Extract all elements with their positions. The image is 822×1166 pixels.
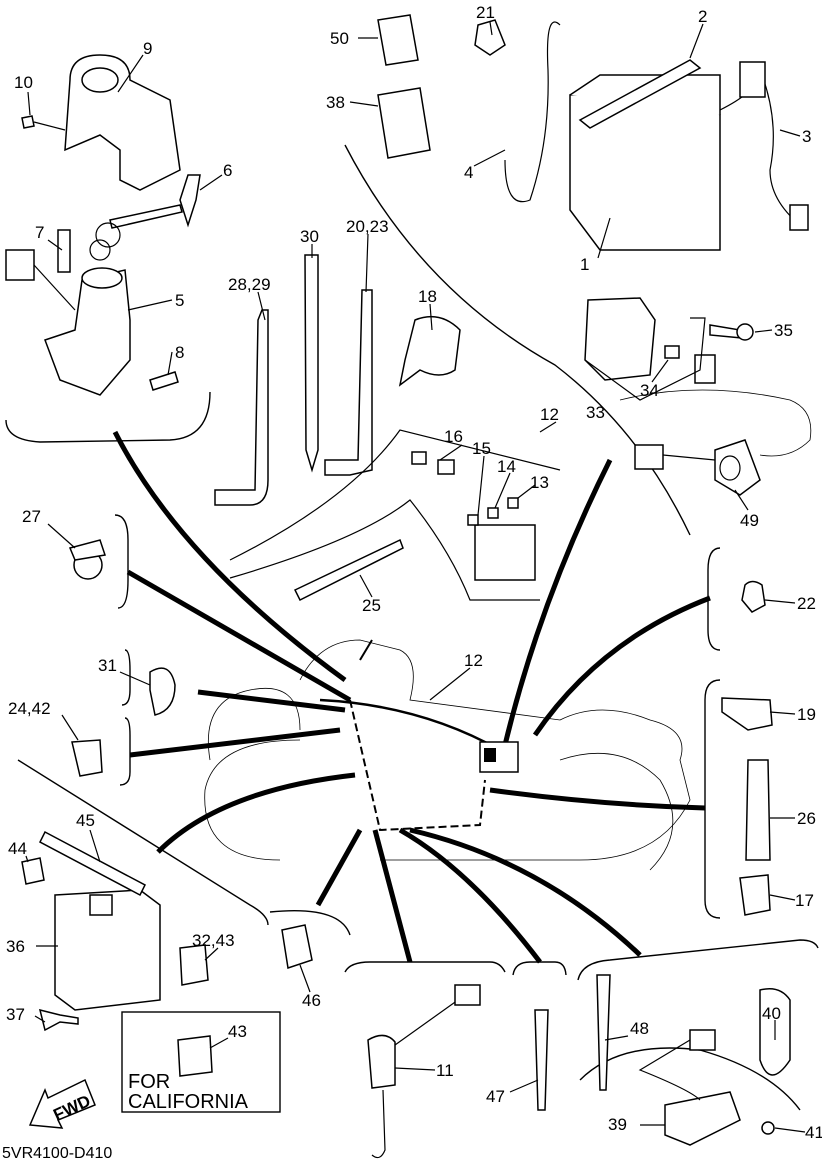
callout-leaders <box>25 21 806 1133</box>
callout-3: 3 <box>802 127 811 146</box>
callout-8: 8 <box>175 343 184 362</box>
callout-47: 47 <box>486 1087 505 1106</box>
callout-11: 11 <box>436 1061 454 1080</box>
callout-33: 33 <box>586 403 605 422</box>
callout-labels: 50 21 2 38 3 4 1 10 9 6 7 5 8 30 20,23 2… <box>6 3 822 1142</box>
callout-18: 18 <box>418 287 437 306</box>
callout-46: 46 <box>302 991 321 1010</box>
callout-48: 48 <box>630 1019 649 1038</box>
callout-12-lower: 12 <box>464 651 483 670</box>
motorcycle-outline <box>204 639 691 871</box>
callout-24-42: 24,42 <box>8 699 51 718</box>
callout-32-43: 32,43 <box>192 931 235 950</box>
callout-14: 14 <box>497 457 516 476</box>
callout-39: 39 <box>608 1115 627 1134</box>
callout-20-23: 20,23 <box>346 217 389 236</box>
drawing-code: 5VR4100-D410 <box>2 1145 112 1162</box>
callout-10: 10 <box>14 73 33 92</box>
callout-45: 45 <box>76 811 95 830</box>
callout-16: 16 <box>444 427 463 446</box>
callout-1: 1 <box>580 255 589 274</box>
callout-40: 40 <box>762 1004 781 1023</box>
callout-34: 34 <box>640 381 659 400</box>
callout-30: 30 <box>300 227 319 246</box>
parts <box>5 14 809 1159</box>
thick-leaders <box>112 430 711 964</box>
callout-9: 9 <box>143 39 152 58</box>
callout-44: 44 <box>8 839 27 858</box>
california-note-line1: FOR <box>128 1071 170 1093</box>
callout-31: 31 <box>98 656 117 675</box>
callout-6: 6 <box>223 161 232 180</box>
callout-13: 13 <box>530 473 549 492</box>
callout-37: 37 <box>6 1005 25 1024</box>
callout-36: 36 <box>6 937 25 956</box>
main-harness <box>319 639 519 832</box>
callout-2: 2 <box>698 7 707 26</box>
callout-4: 4 <box>464 163 473 182</box>
callout-26: 26 <box>797 809 816 828</box>
callout-25: 25 <box>362 596 381 615</box>
callout-50: 50 <box>330 29 349 48</box>
callout-38: 38 <box>326 93 345 112</box>
callout-15: 15 <box>472 439 491 458</box>
callout-12-upper: 12 <box>540 405 559 424</box>
california-note-line2: CALIFORNIA <box>128 1091 249 1113</box>
callout-5: 5 <box>175 291 184 310</box>
callout-41: 41 <box>805 1123 822 1142</box>
callout-35: 35 <box>774 321 793 340</box>
callout-7: 7 <box>35 223 44 242</box>
callout-49: 49 <box>740 511 759 530</box>
callout-28-29: 28,29 <box>228 275 271 294</box>
callout-17: 17 <box>795 891 814 910</box>
callout-21: 21 <box>476 3 495 22</box>
callout-22: 22 <box>797 594 816 613</box>
callout-19: 19 <box>797 705 816 724</box>
callout-43: 43 <box>228 1022 247 1041</box>
callout-27: 27 <box>22 507 41 526</box>
